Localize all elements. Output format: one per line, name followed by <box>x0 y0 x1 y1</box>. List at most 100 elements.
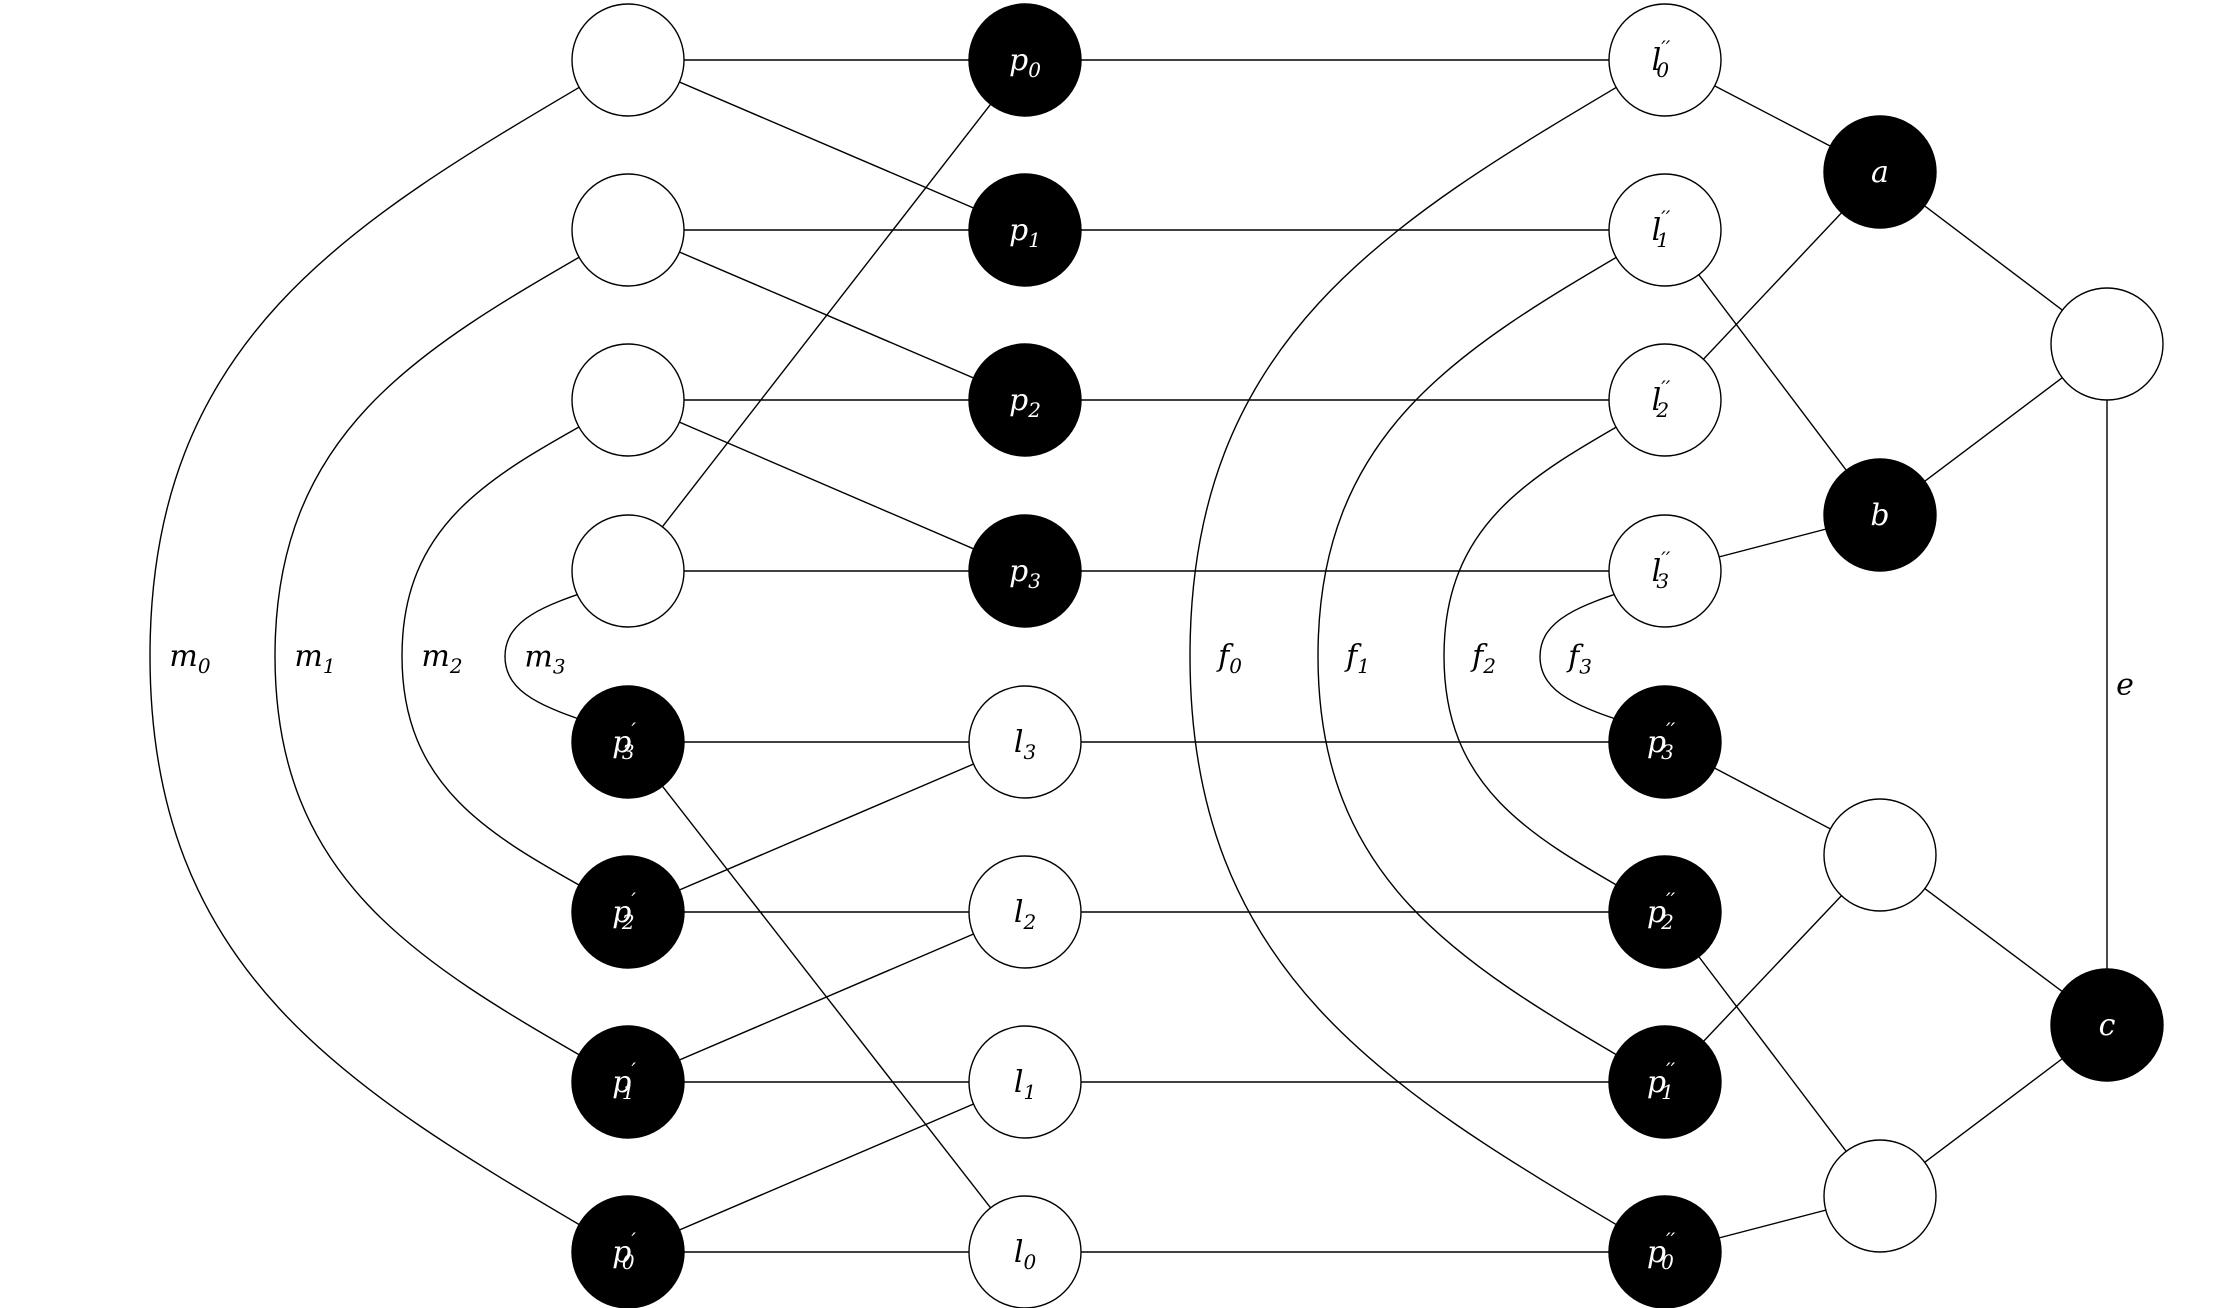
node-label-l2: l2 <box>1014 895 1036 935</box>
node-label-p1: p1 <box>1009 213 1041 253</box>
nodes-layer: p0p1p2p3p′3p′2p′1p′0l3l2l1l0l′′0l′′1l′′2… <box>571 3 2164 1308</box>
node-circle-u3 <box>571 514 685 628</box>
edge-u3-p0 <box>627 59 1026 572</box>
node-pp0: p′0 <box>571 1195 685 1308</box>
arc-u1-pp1 <box>274 246 598 1066</box>
node-label-ppp2: p′′2 <box>1647 888 1676 934</box>
node-pp2: p′2 <box>571 855 685 969</box>
node-label-l3: l3 <box>1014 725 1036 765</box>
node-l1: l1 <box>968 1025 1082 1139</box>
node-label-l0: l0 <box>1014 1235 1037 1275</box>
node-label-p2: p2 <box>1009 383 1041 423</box>
node-p0: p0 <box>968 3 1082 117</box>
node-circle-pp0 <box>571 1195 685 1308</box>
node-circle-p0 <box>968 3 1082 117</box>
node-circle-u0 <box>571 3 685 117</box>
node-circle-ppp2 <box>1608 855 1722 969</box>
edge-pp1-l2 <box>627 911 1026 1083</box>
node-label-pp3: p′3 <box>612 718 636 764</box>
node-circle-pp3 <box>571 685 685 799</box>
node-label-ll2: l′′2 <box>1652 376 1671 422</box>
node-label-c: c <box>2099 1008 2116 1043</box>
node-ll2: l′′2 <box>1608 343 1722 457</box>
arc-label-f0: f0 <box>1216 639 1242 679</box>
node-circle-ppp0 <box>1608 1195 1722 1308</box>
node-circle-l1 <box>968 1025 1082 1139</box>
arc-ll0-ppp0 <box>1189 76 1635 1236</box>
node-label-ll3: l′′3 <box>1652 547 1671 593</box>
node-label-ppp1: p′′1 <box>1647 1058 1676 1104</box>
node-circle-p3 <box>968 514 1082 628</box>
node-ppp1: p′′1 <box>1608 1025 1722 1139</box>
node-circle-ppp1 <box>1608 1025 1722 1139</box>
node-label-l1: l1 <box>1014 1065 1036 1105</box>
node-u1 <box>571 173 685 287</box>
arc-ll2-ppp2 <box>1443 416 1635 896</box>
node-p2: p2 <box>968 343 1082 457</box>
node-c: c <box>2050 968 2164 1082</box>
node-label-p0: p0 <box>1009 43 1041 83</box>
node-circle-r2 <box>1823 798 1937 912</box>
arc-u2-pp2 <box>401 416 598 896</box>
edge-ppp2-r3 <box>1664 911 1881 1197</box>
arc-label-f3: f3 <box>1566 639 1592 679</box>
node-circle-ll2 <box>1608 343 1722 457</box>
node-label-ppp0: p′′0 <box>1647 1228 1676 1274</box>
node-circle-ppp3 <box>1608 685 1722 799</box>
arc-label-m0: m0 <box>169 639 210 679</box>
arcs-layer <box>149 76 1635 1236</box>
node-circle-ll3 <box>1608 514 1722 628</box>
node-a: a <box>1823 115 1937 229</box>
node-ppp3: p′′3 <box>1608 685 1722 799</box>
arc-label-f1: f1 <box>1344 639 1370 679</box>
node-label-p3: p3 <box>1009 554 1041 594</box>
node-circle-pp2 <box>571 855 685 969</box>
node-u2 <box>571 343 685 457</box>
arc-u0-pp0 <box>149 76 598 1236</box>
node-pp1: p′1 <box>571 1025 685 1139</box>
node-ll3: l′′3 <box>1608 514 1722 628</box>
node-u0 <box>571 3 685 117</box>
edge-pp0-l1 <box>627 1081 1026 1253</box>
edge-label-e: e <box>2116 667 2134 702</box>
node-circle-a <box>1823 115 1937 229</box>
node-b: b <box>1823 458 1937 572</box>
arc-label-m1: m1 <box>294 639 335 679</box>
node-circle-l2 <box>968 855 1082 969</box>
node-label-ppp3: p′′3 <box>1647 718 1676 764</box>
node-r3 <box>1823 1139 1937 1253</box>
node-l3: l3 <box>968 685 1082 799</box>
node-circle-ll1 <box>1608 173 1722 287</box>
node-circle-p1 <box>968 173 1082 287</box>
node-p1: p1 <box>968 173 1082 287</box>
node-label-ll0: l′′0 <box>1652 36 1671 82</box>
labels-layer: m0 m1 m2 m3 f0 f1 f2 f3 e <box>169 639 2133 703</box>
node-r1 <box>2050 287 2164 401</box>
node-circle-pp1 <box>571 1025 685 1139</box>
arc-ll1-ppp1 <box>1317 246 1635 1066</box>
node-circle-r3 <box>1823 1139 1937 1253</box>
node-label-pp1: p′1 <box>612 1058 636 1104</box>
edge-u2-p3 <box>627 399 1026 572</box>
node-ppp0: p′′0 <box>1608 1195 1722 1308</box>
edge-pp2-l3 <box>627 741 1026 913</box>
node-circle-l0 <box>968 1195 1082 1308</box>
node-ppp2: p′′2 <box>1608 855 1722 969</box>
node-circle-b <box>1823 458 1937 572</box>
node-circle-p2 <box>968 343 1082 457</box>
arc-label-m3: m3 <box>524 639 565 679</box>
node-pp3: p′3 <box>571 685 685 799</box>
node-label-b: b <box>1870 498 1889 533</box>
arc-label-f2: f2 <box>1470 639 1496 679</box>
arc-u3-pp3 <box>504 587 598 726</box>
node-circle-u2 <box>571 343 685 457</box>
arc-ll3-ppp3 <box>1539 587 1635 726</box>
edge-u0-p1 <box>627 59 1026 231</box>
node-label-a: a <box>1871 155 1889 190</box>
node-r2 <box>1823 798 1937 912</box>
arc-label-m2: m2 <box>421 639 462 679</box>
edges-layer <box>627 59 2108 1253</box>
edge-ll1-b <box>1664 229 1881 516</box>
node-circle-ll0 <box>1608 3 1722 117</box>
